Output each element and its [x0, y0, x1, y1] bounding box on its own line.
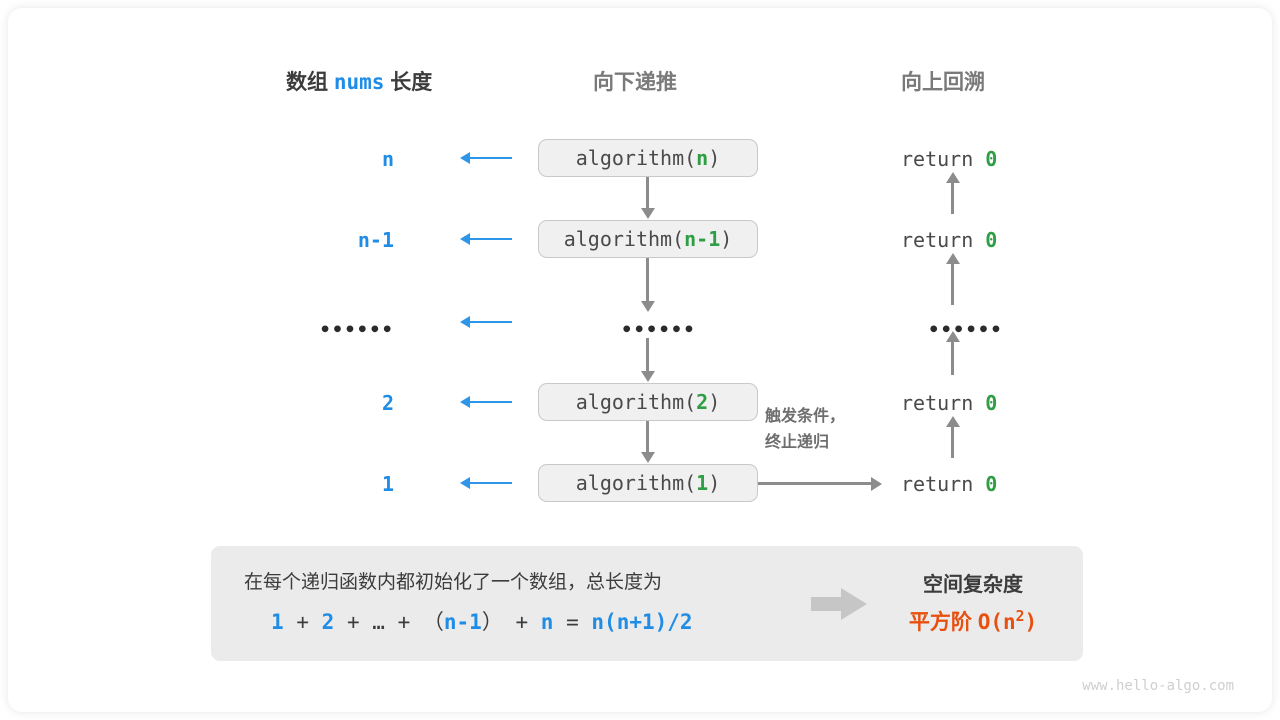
return-ellipsis-row-2: •••••• — [928, 319, 1003, 341]
space-complexity-title: 空间复杂度 — [923, 574, 1023, 596]
formula-lparen: （ — [422, 611, 444, 634]
summary-formula: 1 + 2 + … + （n-1） + n = n(n+1)/2 — [271, 606, 693, 636]
call-arg-row-0: n — [696, 146, 709, 170]
length-label-row-4: 1 — [381, 472, 394, 496]
call-prefix-row-3: algorithm( — [575, 390, 697, 414]
formula-result: n(n+1)/2 — [591, 610, 693, 634]
header-left-mono: nums — [333, 70, 385, 94]
trigger-condition-note: 触发条件， 终止递归 — [765, 404, 845, 456]
return-value-row-1: 0 — [985, 228, 998, 252]
call-prefix-row-4: algorithm( — [575, 471, 697, 495]
complexity-order-label: 平方阶 — [908, 611, 972, 634]
complexity-notation: O(n2) — [977, 608, 1038, 634]
trigger-note-line2: 终止递归 — [765, 434, 830, 451]
call-suffix-row-0: ) — [708, 146, 721, 170]
formula-op-4: + — [515, 610, 529, 634]
return-value-row-0: 0 — [985, 147, 998, 171]
length-label-row-0: n — [381, 147, 394, 171]
complexity-notation-exponent: 2 — [1015, 608, 1025, 625]
summary-panel: 在每个递归函数内都初始化了一个数组，总长度为 1 + 2 + … + （n-1）… — [211, 546, 1083, 661]
trigger-note-line1: 触发条件， — [765, 408, 846, 425]
return-value-row-3: 0 — [985, 391, 998, 415]
call-prefix-row-0: algorithm( — [575, 146, 697, 170]
formula-op-3: + — [397, 610, 411, 634]
return-label-row-0: return 0 — [901, 147, 997, 171]
call-arg-row-3: 2 — [696, 390, 709, 414]
return-text-row-1: return — [901, 228, 986, 252]
complexity-notation-prefix: O(n — [977, 610, 1016, 634]
space-complexity-value: 平方阶 O(n2) — [868, 606, 1078, 636]
header-left-suffix: 长度 — [390, 71, 433, 94]
length-label-row-1: n-1 — [357, 228, 394, 252]
algorithm-ellipsis-row-2: •••••• — [621, 319, 696, 341]
column-header-downward-recursion: 向下递推 — [593, 71, 677, 94]
algorithm-call-box-row-1: algorithm(n-1) — [538, 220, 758, 258]
formula-op-1: + — [296, 610, 309, 634]
column-header-array-length: 数组 nums 长度 — [286, 66, 432, 96]
call-suffix-row-4: ) — [708, 471, 721, 495]
implies-block-arrow-icon — [811, 588, 867, 620]
algorithm-call-box-row-0: algorithm(n) — [538, 139, 758, 177]
return-value-row-4: 0 — [985, 472, 998, 496]
return-text-row-3: return — [901, 391, 986, 415]
column-header-upward-backtrack: 向上回溯 — [901, 71, 985, 94]
formula-term-5: n — [540, 610, 554, 634]
length-label-row-2: •••••• — [319, 319, 394, 341]
return-label-row-1: return 0 — [901, 228, 997, 252]
summary-description: 在每个递归函数内都初始化了一个数组，总长度为 — [244, 572, 663, 593]
length-label-row-3: 2 — [381, 391, 394, 415]
call-prefix-row-1: algorithm( — [563, 227, 685, 251]
complexity-notation-suffix: ) — [1024, 610, 1038, 634]
formula-rparen: ） — [481, 611, 503, 634]
call-suffix-row-1: ) — [720, 227, 733, 251]
return-text-row-4: return — [901, 472, 986, 496]
algorithm-call-box-row-4: algorithm(1) — [538, 464, 758, 502]
formula-term-3: … — [372, 610, 385, 634]
formula-term-4: n-1 — [443, 610, 482, 634]
return-label-row-4: return 0 — [901, 472, 997, 496]
return-text-row-0: return — [901, 147, 986, 171]
formula-term-2: 2 — [321, 610, 335, 634]
formula-term-1: 1 — [271, 610, 284, 634]
call-arg-row-4: 1 — [696, 471, 709, 495]
header-left-prefix: 数组 — [286, 71, 328, 94]
call-arg-row-1: n-1 — [684, 227, 721, 251]
formula-equals: = — [566, 610, 579, 634]
algorithm-call-box-row-3: algorithm(2) — [538, 383, 758, 421]
formula-op-2: + — [346, 610, 360, 634]
watermark: www.hello-algo.com — [1082, 678, 1234, 694]
return-label-row-3: return 0 — [901, 391, 997, 415]
diagram-card: 数组 nums 长度 向下递推 向上回溯 n n-1 •••••• 2 1 al… — [8, 8, 1272, 712]
call-suffix-row-3: ) — [708, 390, 721, 414]
